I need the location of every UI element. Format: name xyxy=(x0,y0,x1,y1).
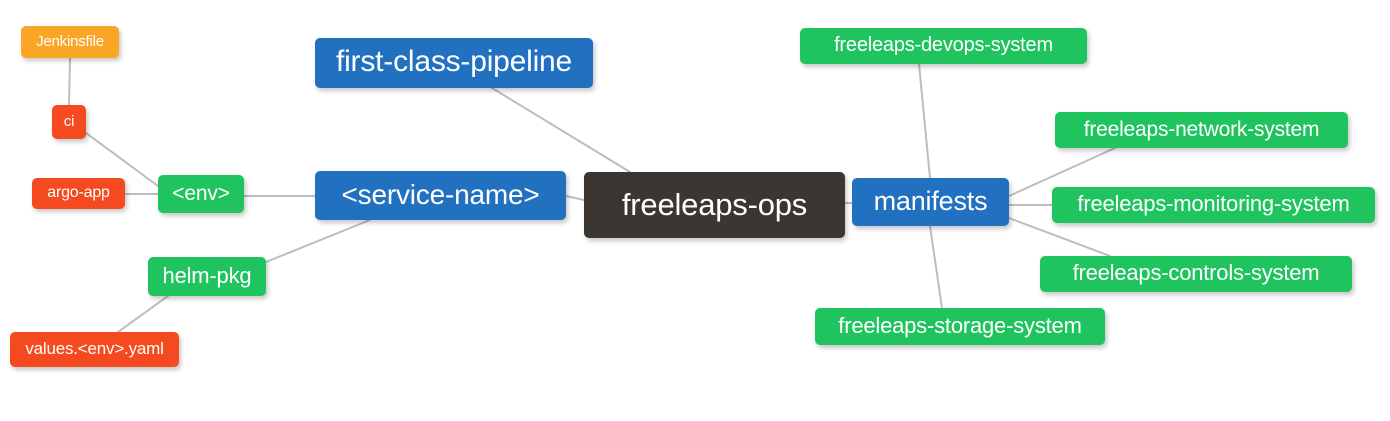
node-label: Jenkinsfile xyxy=(36,32,104,50)
node-first-class-pipeline[interactable]: first-class-pipeline xyxy=(315,38,593,88)
node-jenkinsfile[interactable]: Jenkinsfile xyxy=(21,26,119,58)
node-label: freeleaps-storage-system xyxy=(838,312,1082,338)
edge-service-name-to-freeleaps-ops xyxy=(565,195,585,201)
node-network-system[interactable]: freeleaps-network-system xyxy=(1055,112,1348,148)
node-label: helm-pkg xyxy=(162,262,252,288)
node-label: argo-app xyxy=(47,183,110,201)
node-label: freeleaps-network-system xyxy=(1083,117,1320,141)
node-label: ci xyxy=(63,112,75,130)
node-label: freeleaps-monitoring-system xyxy=(1077,191,1350,216)
node-manifests[interactable]: manifests xyxy=(852,178,1009,226)
edge-manifests-to-storage-system xyxy=(929,225,943,309)
node-label: freeleaps-controls-system xyxy=(1072,260,1320,285)
edge-helm-pkg-to-values-yaml xyxy=(117,295,169,333)
node-label: <service-name> xyxy=(341,178,540,210)
node-ci[interactable]: ci xyxy=(52,105,86,139)
node-storage-system[interactable]: freeleaps-storage-system xyxy=(815,308,1105,345)
node-label: freeleaps-devops-system xyxy=(834,34,1053,56)
node-devops-system[interactable]: freeleaps-devops-system xyxy=(800,28,1087,64)
node-monitoring-system[interactable]: freeleaps-monitoring-system xyxy=(1052,187,1375,223)
edge-jenkinsfile-to-ci xyxy=(68,57,71,106)
node-controls-system[interactable]: freeleaps-controls-system xyxy=(1040,256,1352,292)
node-label: values.<env>.yaml xyxy=(25,339,164,358)
node-env[interactable]: <env> xyxy=(158,175,244,213)
edge-service-name-to-helm-pkg xyxy=(265,219,371,263)
edge-manifests-to-controls-system xyxy=(1008,217,1111,257)
node-freeleaps-ops[interactable]: freeleaps-ops xyxy=(584,172,845,238)
edge-manifests-to-devops-system xyxy=(918,63,931,179)
node-label: freeleaps-ops xyxy=(621,186,808,222)
node-service-name[interactable]: <service-name> xyxy=(315,171,566,220)
node-label: <env> xyxy=(172,181,230,205)
edge-first-class-pipeline-to-freeleaps-ops xyxy=(491,87,631,173)
node-values-yaml[interactable]: values.<env>.yaml xyxy=(10,332,179,367)
node-helm-pkg[interactable]: helm-pkg xyxy=(148,257,266,296)
node-label: first-class-pipeline xyxy=(335,45,573,78)
node-label: manifests xyxy=(873,185,988,216)
node-argo-app[interactable]: argo-app xyxy=(32,178,125,209)
